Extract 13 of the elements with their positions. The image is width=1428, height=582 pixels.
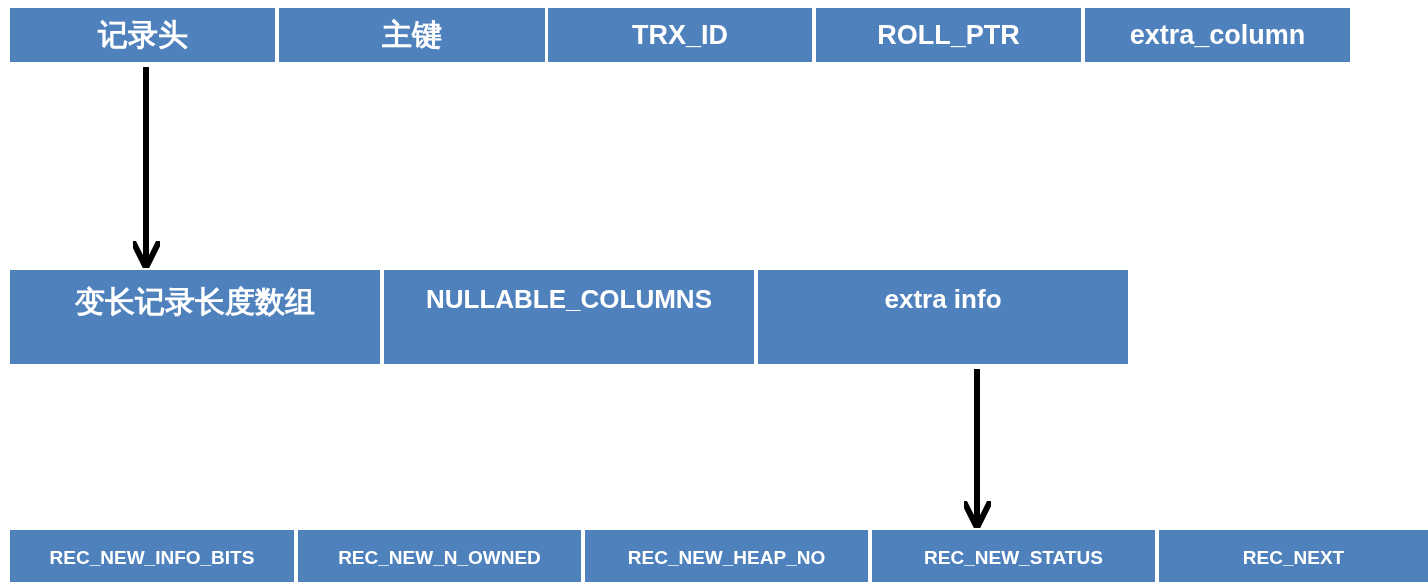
field-cell: NULLABLE_COLUMNS xyxy=(384,270,754,364)
field-cell: ROLL_PTR xyxy=(816,8,1081,62)
field-cell: extra_column xyxy=(1085,8,1350,62)
field-cell: 记录头 xyxy=(10,8,275,62)
field-cell: REC_NEW_N_OWNED xyxy=(298,530,581,582)
field-cell: 主键 xyxy=(279,8,545,62)
field-cell: extra info xyxy=(758,270,1128,364)
field-cell: REC_NEW_STATUS xyxy=(872,530,1155,582)
field-cell: REC_NEW_INFO_BITS xyxy=(10,530,294,582)
field-cell: 变长记录长度数组 xyxy=(10,270,380,364)
field-cell: REC_NEW_HEAP_NO xyxy=(585,530,868,582)
field-cell: REC_NEXT xyxy=(1159,530,1428,582)
field-cell: TRX_ID xyxy=(548,8,812,62)
